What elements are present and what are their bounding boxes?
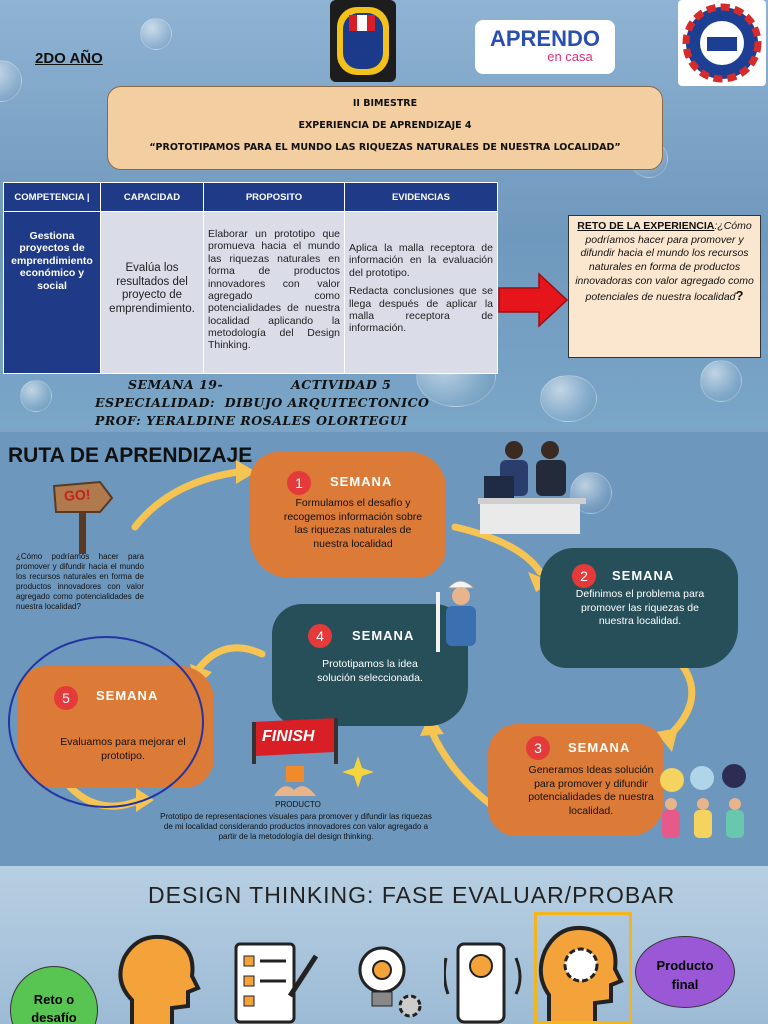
flow-arrow	[664, 656, 696, 741]
team-ideas-icon	[660, 764, 746, 838]
lightbulb-gear-icon	[358, 946, 422, 1018]
engineer-icon	[436, 580, 476, 652]
col-proposito: PROPOSITO	[203, 182, 345, 212]
step-title: SEMANA	[330, 474, 393, 489]
design-thinking-section: DESIGN THINKING: FASE EVALUAR/PROBAR Ret…	[0, 866, 768, 1024]
go-sign-icon	[52, 480, 114, 554]
col-competencia: COMPETENCIA |	[3, 182, 101, 212]
reto-circle-label: Reto o desafío	[31, 992, 77, 1024]
ruta-section: RUTA DE APRENDIZAJE GO! ¿Cómo podríamos …	[0, 432, 768, 866]
ept-logo	[678, 0, 766, 86]
arrow-head	[656, 728, 678, 752]
especialidad: ESPECIALIDAD: DIBUJO ARQUITECTONICO	[95, 395, 430, 410]
water-drop	[20, 380, 52, 412]
product-box-icon	[274, 766, 316, 796]
step-number: 2	[572, 564, 596, 588]
highlight-circle	[8, 636, 204, 808]
flow-arrow	[131, 468, 242, 531]
water-drop	[0, 60, 22, 102]
water-drop	[540, 375, 597, 422]
current-phase-frame	[534, 912, 632, 1024]
producto-final-label: Producto final	[656, 958, 714, 992]
cell-capacidad: Evalúa los resultados del proyecto de em…	[100, 211, 204, 374]
producto-label: PRODUCTO	[275, 800, 321, 809]
finish-label: FINISH	[262, 728, 315, 745]
col-capacidad: CAPACIDAD	[100, 182, 204, 212]
step-number: 3	[526, 736, 550, 760]
school-logo	[330, 0, 396, 82]
step-4-card: 4 SEMANA Prototipamos la idea solución s…	[272, 604, 468, 726]
smartphone-icon	[444, 942, 522, 1024]
flow-arrow	[428, 728, 494, 808]
producto-final-oval: Producto final	[635, 936, 735, 1008]
water-drop	[700, 360, 742, 402]
red-arrow-icon	[498, 272, 569, 328]
table-header-row: COMPETENCIA | CAPACIDAD PROPOSITO EVIDEN…	[3, 182, 498, 212]
finish-banner-icon	[252, 718, 338, 764]
profesora: PROF: YERALDINE ROSALES OLORTEGUI	[95, 413, 408, 428]
aprendo-en-casa-logo: APRENDO en casa	[475, 20, 615, 74]
step-1-card: 1 SEMANA Formulamos el desafío y recogem…	[250, 452, 446, 578]
table-row: Gestiona proyectos de emprendimiento eco…	[3, 211, 498, 374]
reto-end: ?	[735, 288, 744, 304]
step-text: Formulamos el desafío y recogemos inform…	[283, 497, 423, 550]
business-meeting-icon	[478, 441, 586, 534]
experience-banner: II BIMESTRE EXPERIENCIA DE APRENDIZAJE 4…	[107, 86, 663, 170]
step-3-card: 3 SEMANA Generamos Ideas solución para p…	[488, 724, 664, 836]
step-text: Generamos Ideas solución para promover y…	[528, 764, 654, 817]
reto-label: RETO DE LA EXPERIENCIA	[577, 220, 715, 232]
step-title: SEMANA	[612, 568, 675, 583]
ruta-title: RUTA DE APRENDIZAJE	[8, 444, 253, 467]
head-profile-icon	[118, 935, 201, 1024]
design-thinking-title: DESIGN THINKING: FASE EVALUAR/PROBAR	[148, 882, 676, 908]
cell-competencia: Gestiona proyectos de emprendimiento eco…	[3, 211, 101, 374]
water-drop	[140, 18, 172, 50]
competence-table: COMPETENCIA | CAPACIDAD PROPOSITO EVIDEN…	[3, 182, 498, 374]
col-evidencias: EVIDENCIAS	[344, 182, 498, 212]
logo-title: APRENDO	[489, 26, 600, 51]
ruta-question: ¿Cómo podríamos hacer para promover y di…	[16, 552, 144, 611]
step-2-card: 2 SEMANA Definimos el problema para prom…	[540, 548, 738, 668]
checklist-icon	[234, 942, 319, 1024]
arrow-head	[236, 460, 256, 484]
producto-text: Prototipo de representaciones visuales p…	[160, 812, 432, 841]
logo-subtitle: en casa	[547, 49, 593, 64]
step-title: SEMANA	[568, 740, 631, 755]
step-number: 1	[287, 471, 311, 495]
step-text: Definimos el problema para promover las …	[575, 588, 705, 628]
evidencia-1: Aplica la malla receptora de información…	[349, 242, 493, 279]
flow-arrow	[451, 523, 544, 576]
mind-gear-icon	[538, 926, 624, 1021]
header-section: 2DO AÑO APRENDO en casa II BIMESTRE EXPE…	[0, 0, 768, 430]
grade-label: 2DO AÑO	[35, 50, 103, 67]
bimestre-label: II BIMESTRE	[352, 98, 418, 109]
semana-actividad: SEMANA 19- ACTIVIDAD 5	[128, 377, 392, 392]
step-title: SEMANA	[352, 628, 415, 643]
cell-evidencias: Aplica la malla receptora de información…	[344, 211, 498, 374]
gear-logo-icon	[682, 3, 762, 83]
sparkle-icon	[342, 756, 374, 788]
reto-box: RETO DE LA EXPERIENCIA:¿Cómo podríamos h…	[568, 215, 761, 358]
flow-arrow	[196, 644, 266, 671]
cell-proposito: Elaborar un prototipo que promueva hacia…	[203, 211, 345, 374]
step-number: 4	[308, 624, 332, 648]
evidencia-2: Redacta conclusiones que se llega despué…	[349, 285, 493, 335]
water-drop	[570, 472, 612, 514]
school-shield-icon	[337, 7, 389, 75]
experiencia-title: “PROTOTIPAMOS PARA EL MUNDO LAS RIQUEZAS…	[149, 142, 621, 153]
step-text: Prototipamos la idea solución selecciona…	[317, 658, 423, 684]
experiencia-label: EXPERIENCIA DE APRENDIZAJE 4	[298, 120, 472, 131]
reto-circle: Reto o desafío	[10, 966, 98, 1024]
reto-text: :¿Cómo podríamos hacer para promover y d…	[575, 220, 754, 304]
